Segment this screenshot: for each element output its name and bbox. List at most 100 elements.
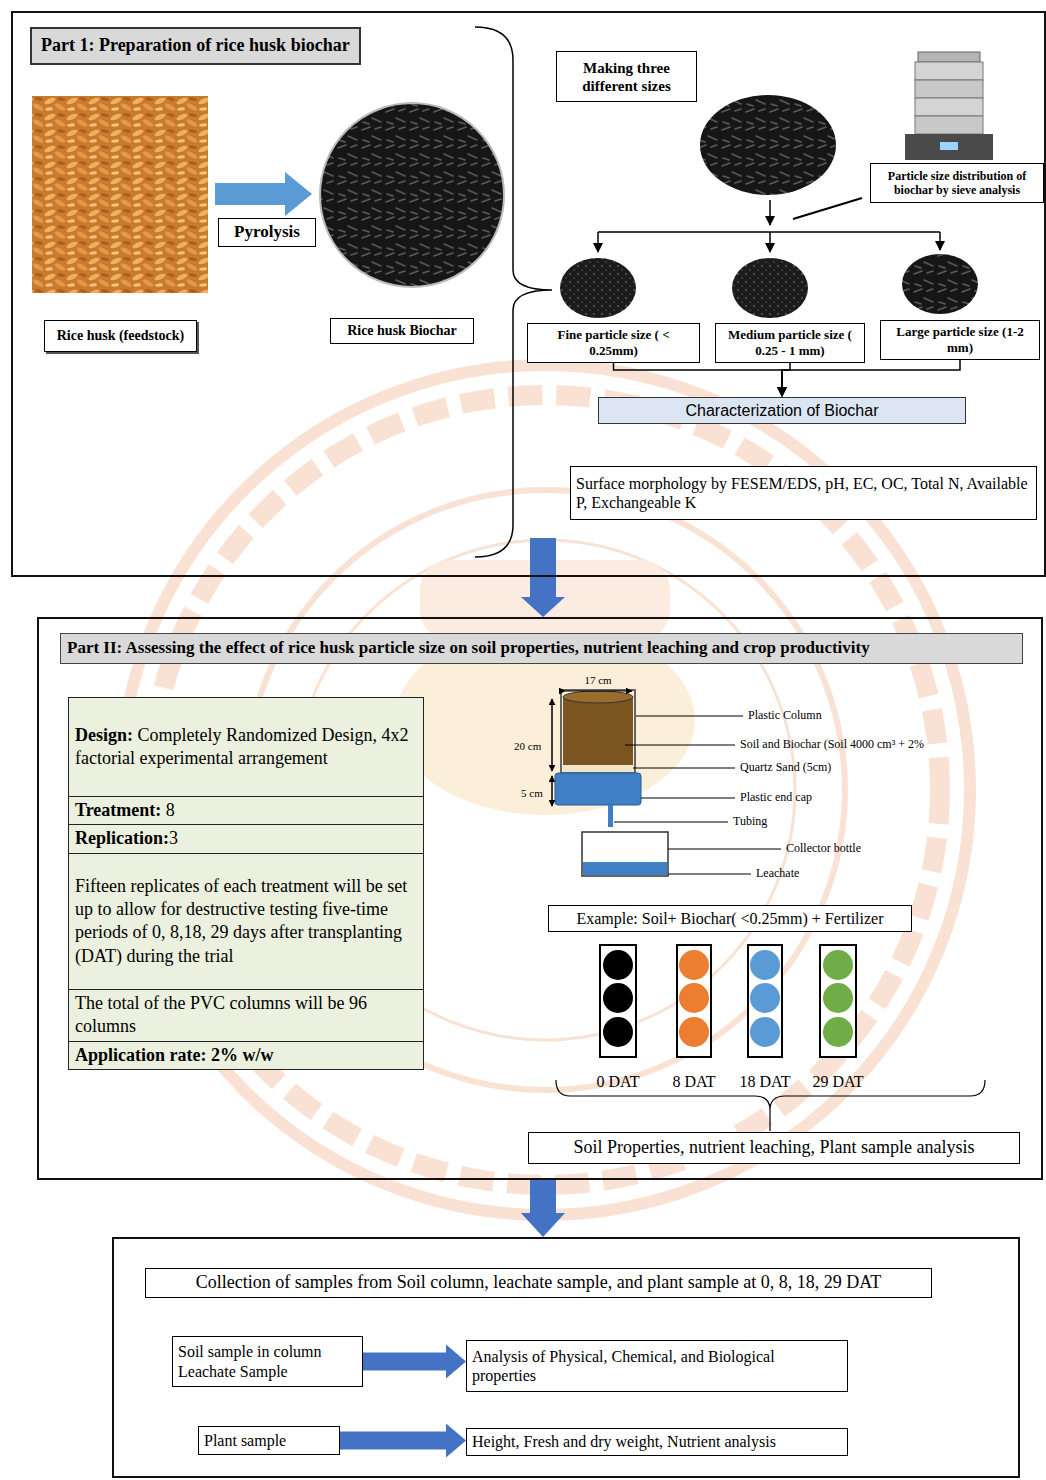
rice-husk-image <box>32 96 208 293</box>
sample-column <box>748 945 782 1057</box>
sample-dot <box>603 950 633 980</box>
down-arrow <box>939 232 941 250</box>
output-box: Soil Properties, nutrient leaching, Plan… <box>528 1132 1020 1164</box>
node-text: Rice husk Biochar <box>347 323 457 338</box>
part-heading: Part 1: Preparation of rice husk biochar <box>30 27 361 65</box>
block-arrow <box>340 1424 466 1458</box>
table-cell: Application rate: 2% w/w <box>68 1041 424 1070</box>
sampling-heading: Collection of samples from Soil column, … <box>145 1268 932 1298</box>
node-text: Soil sample in column Leachate Sample <box>178 1343 322 1379</box>
node-text: Fine particle size ( < 0.25mm) <box>557 327 669 358</box>
field-label: Design: <box>75 725 133 745</box>
sample-dot <box>750 1017 780 1047</box>
dimension-line <box>552 699 553 771</box>
sample-dot <box>679 950 709 980</box>
split-line <box>598 231 940 233</box>
sample-dot <box>679 1017 709 1047</box>
block-arrow <box>521 1180 565 1237</box>
leader-line <box>614 822 728 823</box>
down-arrow <box>769 200 771 225</box>
leader-line <box>641 798 735 799</box>
leader-line <box>633 768 735 769</box>
sieve-shaker <box>905 52 993 160</box>
text-block: Characterization of Biochar <box>686 401 879 420</box>
text-block: Medium particle size ( 0.25 - 1 mm) <box>721 327 859 358</box>
text-block: Fine particle size ( < 0.25mm) <box>533 327 694 358</box>
text-block: Particle size distribution of biochar by… <box>876 169 1038 198</box>
text-block: Large particle size (1-2 mm) <box>886 324 1034 355</box>
merge-connector <box>782 363 790 396</box>
biochar-image <box>700 95 836 195</box>
sample-dot <box>679 983 709 1013</box>
split-arrows <box>598 198 940 252</box>
text-block: The total of the PVC columns will be 96 … <box>75 992 417 1039</box>
dimension-line <box>552 699 553 771</box>
sampling-columns <box>600 945 856 1057</box>
text-block: Rice husk Biochar <box>347 323 457 340</box>
sampling-panel: Collection of samples from Soil column, … <box>112 1237 1020 1478</box>
sieve-tray <box>915 116 983 134</box>
dimension-lines <box>552 691 632 806</box>
sample-dot <box>750 983 780 1013</box>
node-text: Height, Fresh and dry weight, Nutrient a… <box>472 1433 776 1450</box>
merge-connector <box>614 363 783 396</box>
biochar-image <box>320 103 504 287</box>
node-text: Part 1: Preparation of rice husk biochar <box>41 35 350 57</box>
text-block: Example: Soil+ Biochar( <0.25mm) + Ferti… <box>576 909 883 928</box>
label: 8 DAT <box>672 1073 715 1091</box>
down-arrow <box>769 232 771 252</box>
arrow-shaft <box>530 538 556 578</box>
node-text: Soil Properties, nutrient leaching, Plan… <box>574 1137 975 1157</box>
node-text: Example: Soil+ Biochar( <0.25mm) + Ferti… <box>576 910 883 927</box>
label: Soil and Biochar (Soil 4000 cm³ + 2% <box>740 738 924 752</box>
text-block: Application rate: 2% w/w <box>75 1044 273 1067</box>
text-block: Height, Fresh and dry weight, Nutrient a… <box>472 1432 776 1451</box>
sieve-display <box>940 142 958 150</box>
node-text: The total of the PVC columns will be 96 … <box>75 993 367 1036</box>
process-box: Characterization of Biochar <box>598 397 966 424</box>
sample-box: Plant sample <box>198 1426 340 1455</box>
text-block: Surface morphology by FESEM/EDS, pH, EC,… <box>576 474 1031 512</box>
sample-dot <box>750 950 780 980</box>
label: 18 DAT <box>739 1073 790 1091</box>
text-block: Soil sample in column Leachate Sample <box>178 1342 357 1380</box>
sample-box: Soil sample in column Leachate Sample <box>172 1336 363 1387</box>
sieve-lid <box>918 52 980 62</box>
image-caption: Rice husk (feedstock) <box>44 320 197 352</box>
node-text: 3 <box>169 828 178 848</box>
soil-column-drawing <box>552 690 781 876</box>
sample-dot <box>603 1017 633 1047</box>
down-arrow <box>597 232 599 252</box>
label: 0 DAT <box>596 1073 639 1091</box>
node-text: Fifteen replicates of each treatment wil… <box>75 876 407 966</box>
dimension-line <box>565 691 632 692</box>
leader-line <box>668 849 781 850</box>
node-text: 8 <box>166 800 175 820</box>
sieve-tray <box>915 80 983 98</box>
sample-column <box>600 945 636 1057</box>
node-text: Plant sample <box>204 1432 286 1449</box>
example-box: Example: Soil+ Biochar( <0.25mm) + Ferti… <box>548 905 912 932</box>
text-block: Making three different sizes <box>562 59 691 95</box>
leader-line <box>636 716 743 717</box>
label: Plastic end cap <box>740 791 812 805</box>
field-label: Replication: <box>75 828 169 848</box>
size-class-box: Medium particle size ( 0.25 - 1 mm) <box>715 323 865 363</box>
pyrolysis-arrow <box>215 172 312 216</box>
label: 20 cm <box>514 740 541 753</box>
leader-line <box>625 745 735 746</box>
node-text: Rice husk (feedstock) <box>57 328 185 343</box>
label: Plastic Column <box>748 709 822 723</box>
step-box: Making three different sizes <box>556 51 697 102</box>
method-box: Surface morphology by FESEM/EDS, pH, EC,… <box>570 466 1037 520</box>
text-block: Soil Properties, nutrient leaching, Plan… <box>574 1137 975 1159</box>
table-cell: The total of the PVC columns will be 96 … <box>68 989 424 1042</box>
sieve-pointer <box>793 198 862 219</box>
analysis-box: Analysis of Physical, Chemical, and Biol… <box>466 1340 848 1392</box>
field-label: Treatment: <box>75 800 161 820</box>
rice-husk-photo <box>32 96 208 293</box>
image-caption: Particle size distribution of biochar by… <box>870 163 1044 203</box>
large-biochar-image <box>902 254 978 314</box>
soil-biochar-fill <box>563 697 633 765</box>
table-cell: Replication:3 <box>68 824 424 853</box>
